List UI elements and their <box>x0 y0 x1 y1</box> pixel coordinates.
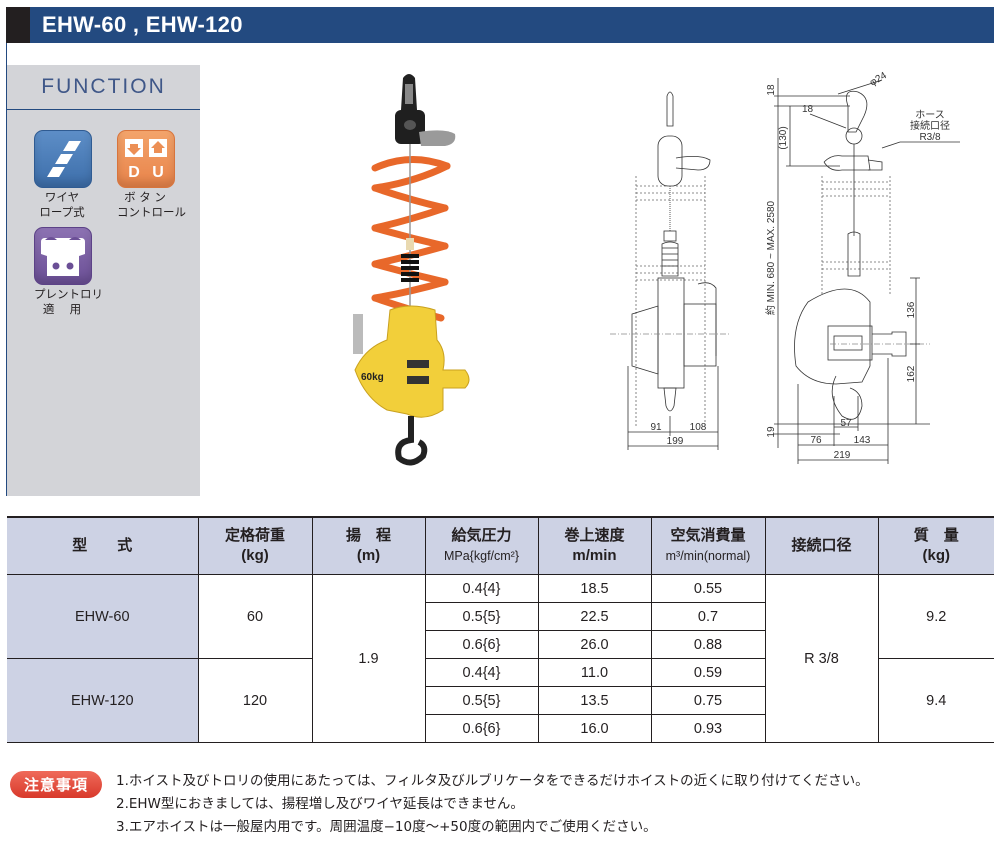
pressure-cell: 0.6{6} <box>424 630 539 659</box>
speed-cell: 22.5 <box>537 602 652 631</box>
svg-text:19: 19 <box>766 426 777 438</box>
pressure-cell: 0.5{5} <box>424 602 539 631</box>
note-item: 3.エアホイストは一般屋内用です。周囲温度−10度〜+50度の範囲内でご使用くだ… <box>116 819 657 835</box>
consumption-cell: 0.75 <box>650 686 766 715</box>
svg-text:U: U <box>152 164 164 181</box>
wire-rope-icon <box>34 130 92 188</box>
svg-text:18: 18 <box>766 84 777 96</box>
left-rule <box>6 43 7 496</box>
header-banner: EHW-60 , EHW-120 <box>6 7 994 43</box>
header-rated-load: 定格荷重(kg) <box>197 516 313 575</box>
speed-cell: 16.0 <box>537 714 652 743</box>
header-accent <box>6 7 30 43</box>
speed-cell: 18.5 <box>537 574 652 603</box>
svg-text:約 MIN. 680 ~ MAX. 2580: 約 MIN. 680 ~ MAX. 2580 <box>764 200 777 315</box>
button-control-icon: D U <box>117 130 175 188</box>
header-port: 接続口径 <box>764 516 879 575</box>
function-panel: FUNCTION ワイヤ ロープ式 D U ボ タ ン コントロール <box>7 65 200 496</box>
svg-text:219: 219 <box>834 450 851 461</box>
speed-cell: 26.0 <box>537 630 652 659</box>
mass-cell: 9.2 <box>877 574 994 659</box>
function-item-plain-trolley: プレントロリ 適 用 <box>34 227 103 317</box>
svg-text:57: 57 <box>840 418 852 429</box>
svg-text:φ24: φ24 <box>868 70 889 89</box>
consumption-cell: 0.88 <box>650 630 766 659</box>
svg-text:60kg: 60kg <box>361 372 384 383</box>
table-row: 0.5{5} 22.5 0.7 <box>7 602 994 631</box>
svg-text:R3/8: R3/8 <box>919 132 941 143</box>
mass-cell: 9.4 <box>877 658 994 743</box>
pressure-cell: 0.4{4} <box>424 574 539 603</box>
port-cell: R 3/8 <box>764 574 879 743</box>
svg-text:162: 162 <box>906 365 917 382</box>
header-lift: 揚 程(m) <box>311 516 426 575</box>
model-cell: EHW-120 <box>7 658 199 743</box>
page-title: EHW-60 , EHW-120 <box>42 12 243 37</box>
note-item: 1.ホイスト及びトロリの使用にあたっては、フィルタ及びルブリケータをできるだけホ… <box>116 773 869 789</box>
lift-cell: 1.9 <box>311 574 426 743</box>
note-item: 2.EHW型におきましては、揚程増し及びワイヤ延長はできません。 <box>116 796 524 812</box>
svg-text:18: 18 <box>802 104 814 115</box>
rated-load-cell: 60 <box>197 574 313 659</box>
function-item-button-control: D U ボ タ ン コントロール <box>117 130 186 220</box>
svg-text:136: 136 <box>906 301 917 318</box>
rated-load-cell: 120 <box>197 658 313 743</box>
svg-text:D: D <box>128 164 140 181</box>
function-heading: FUNCTION <box>7 65 200 110</box>
model-cell: EHW-60 <box>7 574 199 659</box>
caution-badge: 注意事項 <box>10 771 102 798</box>
consumption-cell: 0.93 <box>650 714 766 743</box>
product-photo: 60kg <box>335 70 485 470</box>
consumption-cell: 0.55 <box>650 574 766 603</box>
pressure-cell: 0.5{5} <box>424 686 539 715</box>
pressure-cell: 0.6{6} <box>424 714 539 743</box>
header-mass: 質 量(kg) <box>877 516 994 575</box>
consumption-cell: 0.59 <box>650 658 766 687</box>
plain-trolley-icon <box>34 227 92 285</box>
dimension-drawing: 91 108 199 18 φ24 18 (130) 約 MIN. 680 ~ … <box>610 66 995 466</box>
table-row: EHW-60 60 1.9 0.4{4} 18.5 0.55 R 3/8 9.2 <box>7 574 994 743</box>
notes-list: 1.ホイスト及びトロリの使用にあたっては、フィルタ及びルブリケータをできるだけホ… <box>116 770 869 839</box>
svg-text:(130): (130) <box>778 126 789 149</box>
svg-text:143: 143 <box>854 435 871 446</box>
svg-text:76: 76 <box>810 435 822 446</box>
svg-text:接続口径: 接続口径 <box>910 119 950 132</box>
svg-text:199: 199 <box>667 436 684 447</box>
consumption-cell: 0.7 <box>650 602 766 631</box>
svg-text:108: 108 <box>690 422 707 433</box>
table-row: 0.6{6} 16.0 0.93 <box>7 714 994 743</box>
header-model: 型 式 <box>7 516 199 575</box>
table-row: EHW-120 120 0.4{4} 11.0 0.59 9.4 <box>7 658 994 743</box>
speed-cell: 11.0 <box>537 658 652 687</box>
pressure-cell: 0.4{4} <box>424 658 539 687</box>
svg-text:ホース: ホース <box>915 109 945 121</box>
svg-text:91: 91 <box>650 422 662 433</box>
function-item-wire-rope: ワイヤ ロープ式 <box>34 130 92 220</box>
speed-cell: 13.5 <box>537 686 652 715</box>
